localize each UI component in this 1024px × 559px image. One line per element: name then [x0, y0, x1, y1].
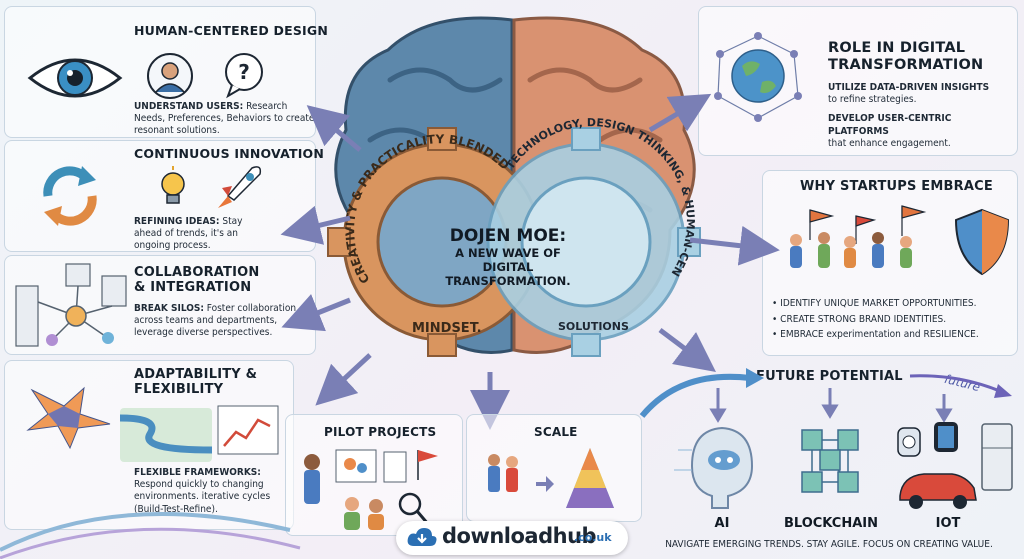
- center-title: DOJEN MOE: A NEW WAVE OF DIGITAL TRANSFO…: [445, 226, 571, 288]
- innovation-title: CONTINUOUS INNOVATION: [134, 146, 325, 161]
- adaptability-text: FLEXIBLE FRAMEWORKS: Respond quickly to …: [134, 467, 271, 515]
- human-centered-text: UNDERSTAND USERS: Research Needs, Prefer…: [134, 101, 315, 137]
- left-gear-bottom-text: MINDSET.: [412, 321, 482, 336]
- future-tagline: NAVIGATE EMERGING TRENDS. STAY AGILE. FO…: [665, 539, 993, 550]
- collaboration-title: COLLABORATION& INTEGRATION: [134, 265, 260, 295]
- scale-title: SCALE: [534, 425, 578, 439]
- future-item-iot: IOT: [935, 516, 961, 531]
- rocket-icon: [218, 166, 262, 208]
- logo-tld: .co.uk: [574, 531, 612, 544]
- startups-title: WHY STARTUPS EMBRACE: [800, 179, 993, 194]
- globe-network-icon: [714, 32, 802, 122]
- future-item-blockchain: BLOCKCHAIN: [783, 516, 878, 531]
- human-centered-title: HUMAN-CENTERED DESIGN: [134, 23, 328, 38]
- cloud-download-icon: [407, 528, 437, 546]
- ai-robot-icon: [674, 426, 754, 509]
- decorative-swoosh: [0, 512, 301, 559]
- winding-road-icon: [119, 408, 213, 462]
- lightbulb-icon: [161, 166, 185, 204]
- team-flags-icon: [790, 205, 927, 268]
- startups-bullets: • IDENTIFY UNIQUE MARKET OPPORTUNITIES. …: [772, 296, 1016, 343]
- shield-icon: [954, 208, 1010, 276]
- startups-bullet: • CREATE STRONG BRAND IDENTITIES.: [772, 313, 947, 325]
- panel-continuous-innovation: [4, 140, 316, 252]
- collaboration-text: BREAK SILOS: Foster collaboration across…: [134, 303, 297, 339]
- pilot-team-icon: [304, 449, 438, 530]
- growth-chart-icon: [217, 405, 279, 455]
- downloadhub-logo[interactable]: downloadhub .co.uk: [396, 521, 628, 555]
- user-avatar-icon: [147, 53, 193, 99]
- startups-bullet: • IDENTIFY UNIQUE MARKET OPPORTUNITIES.: [772, 298, 977, 309]
- buildings-network-icon: [15, 263, 127, 347]
- pilot-title: PILOT PROJECTS: [324, 425, 437, 439]
- iot-devices-icon: [897, 422, 1013, 509]
- logo-brand: downloadhub: [442, 524, 597, 548]
- svg-text:?: ?: [238, 60, 250, 84]
- scale-pyramid-icon: [488, 448, 614, 508]
- future-wave-arrow: [639, 368, 1012, 418]
- adaptability-title: ADAPTABILITY &FLEXIBILITY: [134, 367, 258, 397]
- future-title: FUTURE POTENTIAL: [756, 369, 903, 384]
- brain-gears-illustration: CREATIVITY & PRACTICALITY BLENDED TECHNO…: [296, 0, 701, 357]
- innovation-text: REFINING IDEAS: Stay ahead of trends, it…: [134, 216, 243, 252]
- question-bubble-icon: ?: [225, 53, 263, 99]
- blockchain-cubes-icon: [801, 429, 859, 493]
- startups-bullet: • EMBRACE experimentation and RESILIENCE…: [772, 329, 979, 340]
- cycle-arrows-icon: [43, 166, 97, 226]
- future-item-ai: AI: [714, 516, 730, 531]
- eye-icon: [27, 58, 123, 98]
- right-gear-bottom-text: SOLUTIONS: [558, 320, 629, 333]
- flexible-shape-icon: [26, 386, 111, 450]
